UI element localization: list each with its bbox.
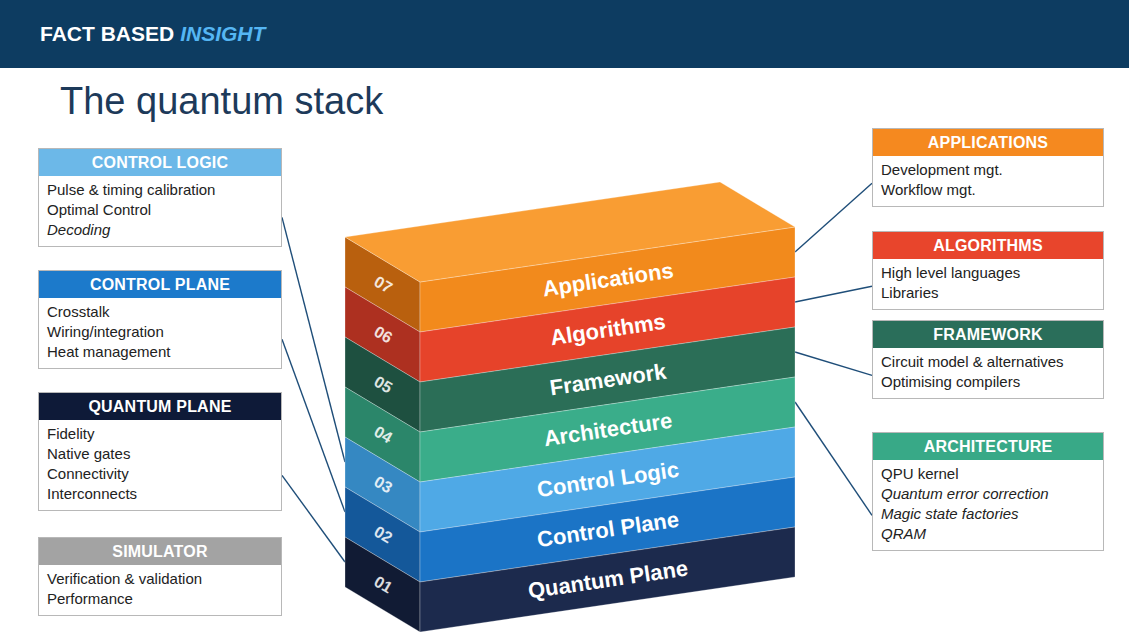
callout-heading: FRAMEWORK [873, 321, 1103, 348]
callout-item: Magic state factories [873, 504, 1103, 524]
leader-line [795, 286, 872, 302]
leader-line [282, 475, 345, 562]
stack-layer: 01Quantum Plane [345, 527, 795, 632]
callout-heading: CONTROL PLANE [39, 271, 281, 298]
callout-item: Pulse & timing calibration [39, 176, 281, 200]
layer-top-face [345, 182, 795, 282]
callout-item: Native gates [39, 444, 281, 464]
page-title: The quantum stack [60, 80, 383, 123]
callout-box: FRAMEWORKCircuit model & alternativesOpt… [872, 320, 1104, 399]
callout-heading: CONTROL LOGIC [39, 149, 281, 176]
callout-box: SIMULATORVerification & validationPerfor… [38, 537, 282, 616]
callout-heading: QUANTUM PLANE [39, 393, 281, 420]
callout-item: Circuit model & alternatives [873, 348, 1103, 372]
callout-item: QPU kernel [873, 460, 1103, 484]
brand-text: FACT BASED [40, 22, 174, 46]
layer-front-face [420, 527, 795, 632]
callout-item: Optimal Control [39, 200, 281, 220]
callout-item: Crosstalk [39, 298, 281, 322]
callout-item: QRAM [873, 524, 1103, 550]
callout-item: Wiring/integration [39, 322, 281, 342]
callout-item: Libraries [873, 283, 1103, 309]
callout-box: CONTROL LOGICPulse & timing calibrationO… [38, 148, 282, 247]
leader-line [795, 352, 872, 375]
brand-text: INSIGHT [180, 22, 265, 46]
layer-side-face [345, 537, 420, 632]
callout-heading: SIMULATOR [39, 538, 281, 565]
leader-line [795, 402, 872, 515]
callout-item: Verification & validation [39, 565, 281, 589]
callout-item: Development mgt. [873, 156, 1103, 180]
callout-box: ARCHITECTUREQPU kernelQuantum error corr… [872, 432, 1104, 551]
leader-line [795, 183, 872, 252]
callout-item: Workflow mgt. [873, 180, 1103, 206]
callout-box: QUANTUM PLANEFidelityNative gatesConnect… [38, 392, 282, 511]
callout-heading: ARCHITECTURE [873, 433, 1103, 460]
callout-item: Fidelity [39, 420, 281, 444]
callout-box: APPLICATIONSDevelopment mgt.Workflow mgt… [872, 128, 1104, 207]
callout-item: Interconnects [39, 484, 281, 510]
callout-item: Decoding [39, 220, 281, 246]
callout-item: Heat management [39, 342, 281, 368]
callout-item: Quantum error correction [873, 484, 1103, 504]
callout-item: High level languages [873, 259, 1103, 283]
leader-line [282, 339, 345, 512]
callout-box: CONTROL PLANECrosstalkWiring/integration… [38, 270, 282, 369]
callout-box: ALGORITHMSHigh level languagesLibraries [872, 231, 1104, 310]
header-band: FACT BASEDINSIGHT [0, 0, 1129, 68]
callout-item: Connectivity [39, 464, 281, 484]
callout-item: Optimising compilers [873, 372, 1103, 398]
callout-item: Performance [39, 589, 281, 615]
callout-heading: ALGORITHMS [873, 232, 1103, 259]
callout-heading: APPLICATIONS [873, 129, 1103, 156]
